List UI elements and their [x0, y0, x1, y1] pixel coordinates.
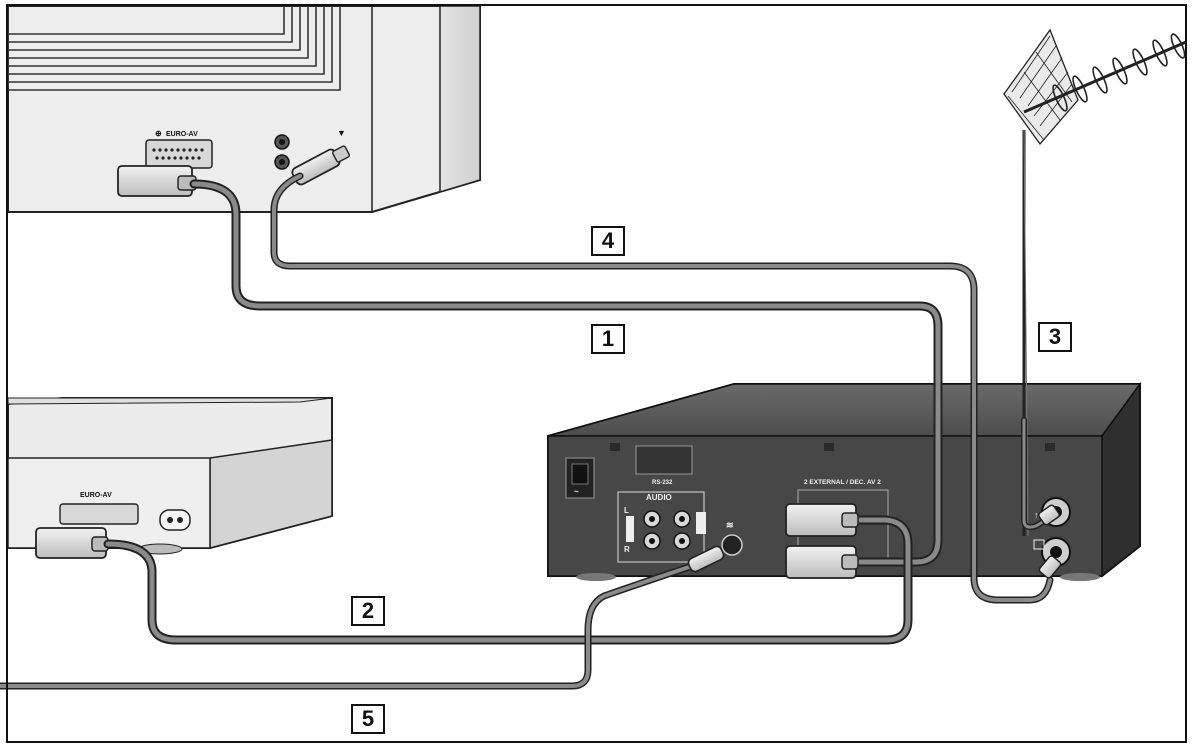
receiver-euro-av-label: EURO-AV: [80, 492, 112, 499]
tv-scart-socket: [146, 140, 212, 168]
svg-text:≋: ≋: [726, 520, 734, 530]
callout-3: 3: [1038, 322, 1072, 352]
satellite-receiver: EURO-AV: [8, 398, 332, 558]
svg-text:↑: ↑: [1034, 510, 1039, 520]
svg-text:~: ~: [574, 487, 579, 496]
audio-l-label: L: [624, 506, 629, 515]
audio-out-jack-icon: [722, 535, 742, 555]
television: EURO-AV ⊕ ▼: [8, 6, 480, 212]
receiver-scart-plug: [36, 528, 108, 558]
callout-2: 2: [351, 596, 385, 626]
audio-label: AUDIO: [646, 493, 672, 502]
tv-scart-plug: [118, 166, 196, 196]
audio-r-label: R: [624, 545, 630, 554]
external-label: 2 EXTERNAL / DEC. AV 2: [804, 479, 881, 486]
callout-1: 1: [591, 324, 625, 354]
power-socket-icon: [160, 510, 190, 530]
cable-5: [0, 566, 692, 686]
antenna-input-arrow-icon: ▼: [337, 128, 346, 138]
svg-text:RS-232: RS-232: [652, 480, 673, 486]
callout-5: 5: [351, 704, 385, 734]
callout-4: 4: [591, 226, 625, 256]
receiver-scart-socket: [60, 504, 138, 524]
tv-euro-av-label: EURO-AV: [166, 131, 198, 138]
scart-symbol-icon: ⊕: [155, 129, 162, 138]
